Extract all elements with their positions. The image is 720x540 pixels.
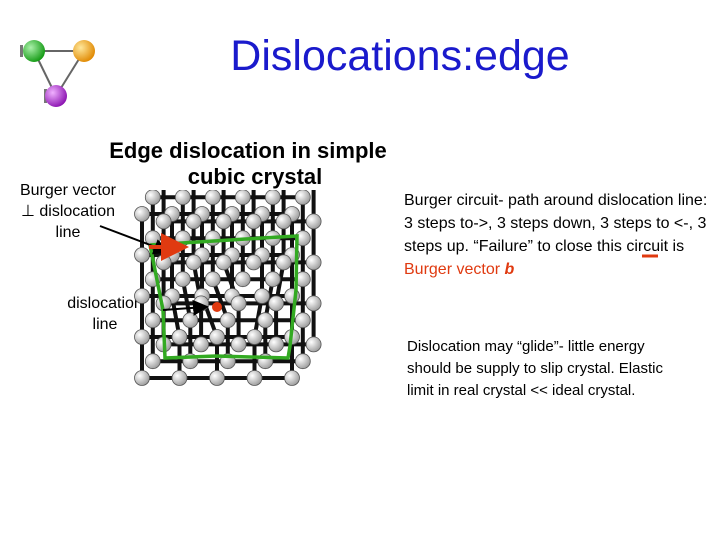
- lattice-atom: [144, 312, 161, 329]
- lattice-atom: [219, 312, 236, 329]
- lattice-atom: [234, 271, 251, 288]
- burger-vector-label: Burger vector ⊥ dislocation line: [6, 180, 130, 243]
- lattice-atom: [185, 254, 202, 271]
- lattice-atom: [134, 288, 150, 304]
- lattice-atom: [268, 336, 285, 353]
- burger-label-line-2: ⊥ dislocation: [21, 203, 115, 220]
- burger-vector-symbol: b: [504, 261, 515, 278]
- lattice-atom: [204, 271, 221, 288]
- lattice-atom: [305, 254, 322, 271]
- lattice-atom: [193, 336, 209, 353]
- burger-circuit-path: [148, 234, 299, 360]
- lattice-atom: [245, 254, 262, 271]
- lattice-atom: [305, 295, 322, 312]
- lattice-atom: [305, 336, 322, 353]
- lattice-atom: [182, 312, 199, 329]
- lattice-atom: [246, 329, 263, 345]
- lattice-atom: [294, 353, 311, 370]
- dislocation-pointer: [162, 299, 209, 316]
- lattice-atom: [275, 213, 292, 230]
- lattice-atom: [155, 213, 172, 230]
- burger-label-line-1: Burger vector: [19, 182, 117, 199]
- lattice-atom: [174, 271, 191, 288]
- subtitle-line-2: cubic crystal: [187, 164, 323, 189]
- figure-subtitle: Edge dislocation in simple cubic crystal: [88, 138, 408, 190]
- dislocation-label-line-1: dislocation: [67, 295, 143, 312]
- lattice-atom: [134, 206, 150, 222]
- glide-description: Dislocation may “glide”- little energy s…: [407, 338, 663, 399]
- lattice-atom: [174, 190, 191, 206]
- lattice-atom: [215, 213, 232, 230]
- dislocation-line-label: dislocation line: [50, 293, 160, 335]
- lattice-atom: [305, 213, 322, 230]
- lattice-atom: [185, 213, 202, 230]
- lattice-atom: [254, 288, 270, 304]
- lattice-atom: [230, 336, 247, 353]
- burger-label-line-3: line: [55, 224, 81, 241]
- lattice-atom: [171, 329, 188, 345]
- lattice-atom: [294, 190, 311, 206]
- lattice-atom: [134, 370, 150, 386]
- lattice-atom: [264, 190, 281, 206]
- lattice-atom: [234, 190, 251, 206]
- lattice-atom: [171, 370, 188, 386]
- lattice-atom: [284, 370, 300, 386]
- lattice-atom: [134, 247, 150, 263]
- lattice-atom: [257, 312, 274, 329]
- lattice-atom: [144, 353, 161, 370]
- subtitle-line-1: Edge dislocation in simple: [109, 138, 387, 163]
- molecule-logo-icon: [20, 40, 95, 107]
- slide-title: Dislocations:edge: [230, 32, 570, 80]
- lattice-atom: [134, 329, 150, 345]
- lattice-atom: [264, 271, 281, 288]
- dislocation-core-dot: [212, 302, 222, 312]
- lattice-atom: [268, 295, 285, 312]
- dislocation-label-line-2: line: [92, 316, 118, 333]
- lattice-atom: [230, 295, 247, 312]
- circuit-text-main: Burger circuit- path around dislocation …: [404, 192, 708, 255]
- lattice-atom: [246, 370, 263, 386]
- lattice-atom: [209, 329, 225, 345]
- lattice-atom: [209, 370, 225, 386]
- lattice-atom: [245, 213, 262, 230]
- lattice-atom: [204, 190, 221, 206]
- lattice-atom: [215, 254, 232, 271]
- burger-circuit-description: Burger circuit- path around dislocation …: [404, 189, 714, 281]
- lattice-atom: [144, 190, 161, 206]
- lattice-atom: [275, 254, 292, 271]
- lattice-atom: [294, 312, 311, 329]
- circuit-text-highlight: Burger vector: [404, 261, 505, 278]
